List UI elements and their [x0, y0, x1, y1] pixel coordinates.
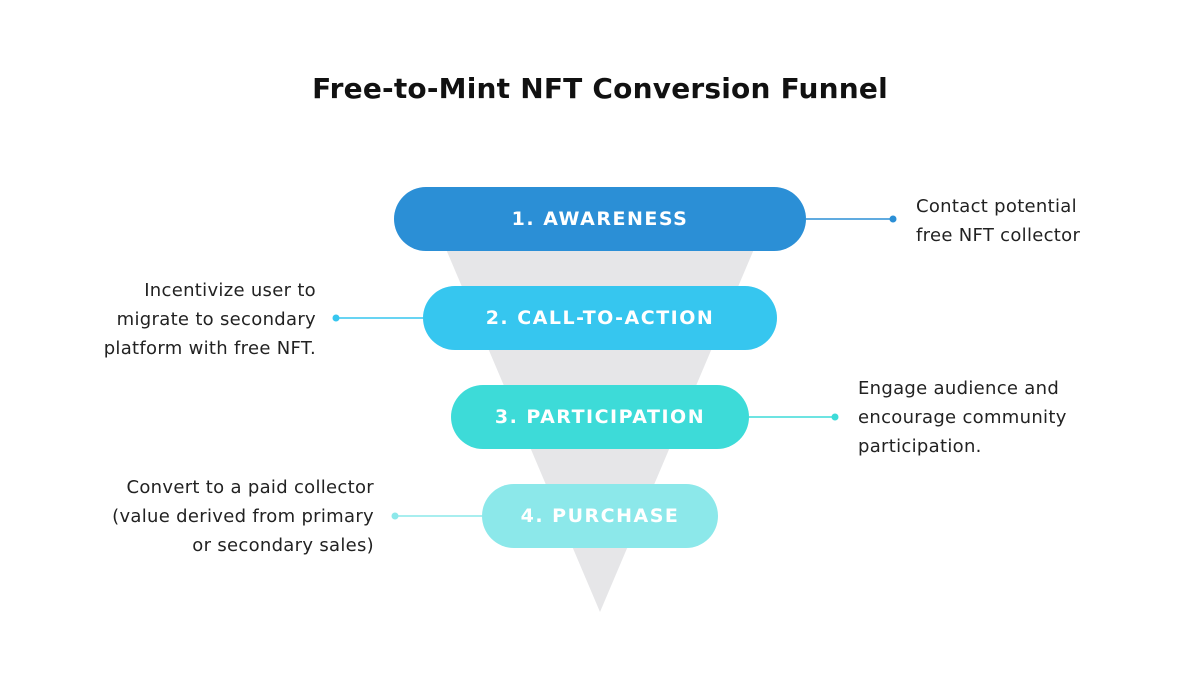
stage-call-to-action: 2. CALL-TO-ACTION — [423, 286, 777, 350]
stage-purchase-description: Convert to a paid collector (value deriv… — [112, 477, 374, 556]
stage-participation: 3. PARTICIPATION — [451, 385, 749, 449]
connector-dot-purchase — [391, 512, 399, 520]
stage-participation-description: Engage audience and encourage community … — [858, 378, 1067, 457]
stage-awareness-description: Contact potential free NFT collector — [916, 196, 1081, 246]
stage-awareness: 1. AWARENESS — [394, 187, 806, 251]
stage-call-to-action-description: Incentivize user to migrate to secondary… — [103, 280, 316, 359]
connector-dot-awareness — [889, 215, 897, 223]
diagram-title: Free-to-Mint NFT Conversion Funnel — [312, 72, 888, 105]
stage-purchase: 4. PURCHASE — [482, 484, 718, 548]
connector-dot-participation — [831, 413, 839, 421]
connector-dot-call-to-action — [332, 314, 340, 322]
